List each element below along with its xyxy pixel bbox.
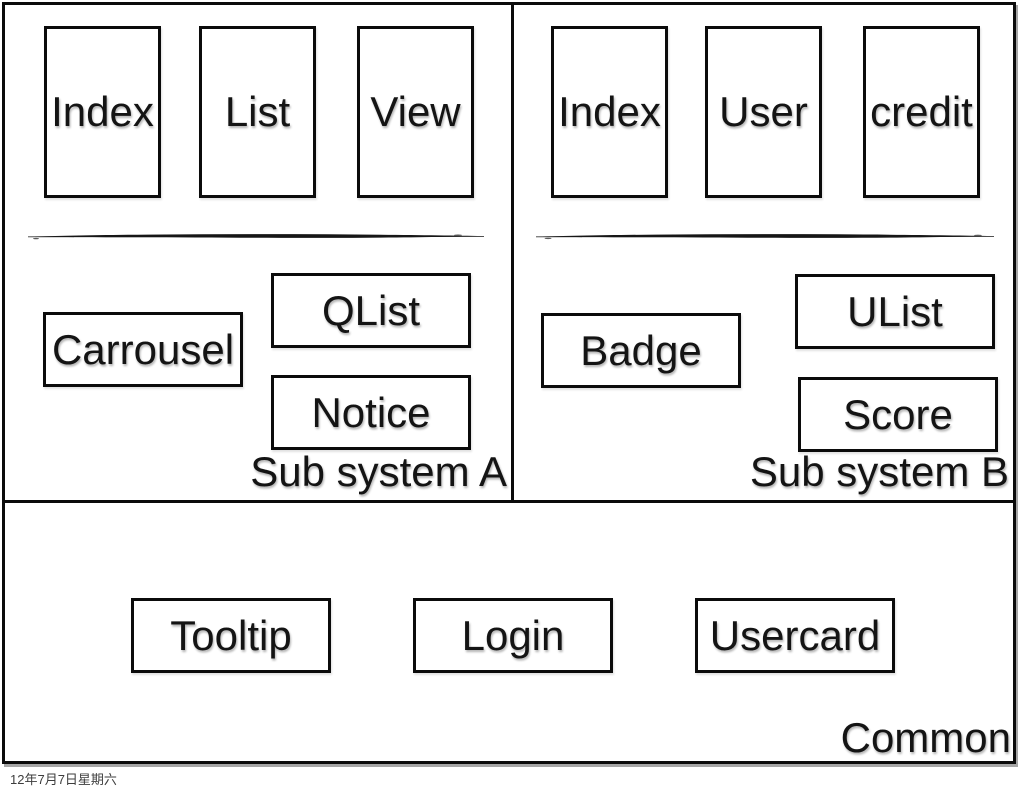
box-a-index: Index (44, 26, 161, 198)
section-label-sub-system-a: Sub system A (250, 448, 507, 495)
box-a-notice: Notice (271, 375, 471, 450)
box-b-credit: credit (863, 26, 980, 198)
box-common-usercard: Usercard (695, 598, 895, 673)
box-a-view: View (357, 26, 474, 198)
section-label-common: Common (840, 714, 1011, 761)
architecture-diagram-slide: Index List View Carrousel QList Notice S… (2, 2, 1016, 764)
box-a-qlist: QList (271, 273, 471, 348)
slide-date-stamp: 12年7月7日星期六 (10, 772, 117, 787)
brush-stroke-divider-a (28, 230, 484, 242)
box-b-user: User (705, 26, 822, 198)
box-b-ulist: UList (795, 274, 995, 349)
horizontal-divider (5, 500, 1013, 503)
box-a-list: List (199, 26, 316, 198)
box-b-index: Index (551, 26, 668, 198)
brush-stroke-divider-b (536, 230, 994, 242)
box-b-badge: Badge (541, 313, 741, 388)
box-b-score: Score (798, 377, 998, 452)
box-a-carrousel: Carrousel (43, 312, 243, 387)
vertical-divider (511, 5, 514, 500)
section-label-sub-system-b: Sub system B (749, 448, 1009, 495)
box-common-tooltip: Tooltip (131, 598, 331, 673)
box-common-login: Login (413, 598, 613, 673)
